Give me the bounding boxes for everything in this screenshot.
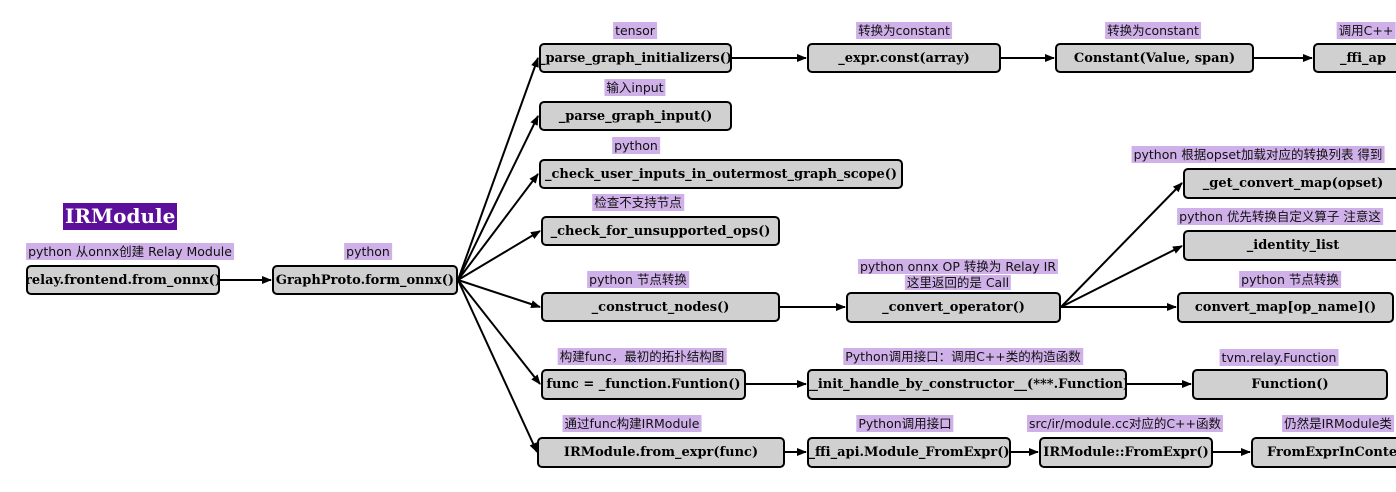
edge-convert-operator-to-identity — [1060, 245, 1183, 308]
label-ffi-from-expr: Python调用接口 — [856, 415, 954, 432]
node-init-handle-by-constructor[interactable]: __init_handle_by_constructor__(***.Funct… — [807, 369, 1127, 400]
edge-form-onnx-to-construct-nodes — [457, 279, 541, 308]
node-fromexpr-in-context[interactable]: FromExprInContex — [1251, 437, 1396, 468]
node-function-funtion[interactable]: func = _function.Funtion() — [541, 369, 746, 400]
edge-form-onnx-to-parse-init — [457, 57, 539, 281]
node-function[interactable]: Function() — [1192, 369, 1388, 400]
node-constant[interactable]: Constant(Value, span) — [1055, 43, 1254, 73]
label-from-onnx: python 从onnx创建 Relay Module — [26, 243, 234, 260]
label-check-ops: 检查不支持节点 — [592, 194, 684, 211]
label-construct-nodes: python 节点转换 — [587, 271, 689, 288]
node-irmodule-from-expr[interactable]: IRModule.from_expr(func) — [537, 437, 785, 468]
edge-form-onnx-to-check-ops — [457, 230, 541, 281]
node-relay-frontend-from-onnx[interactable]: relay.frontend.from_onnx() — [26, 265, 220, 295]
label-ffi-ap: 调用C++ — [1336, 22, 1396, 39]
label-identity-list: python 优先转换自定义算子 注意这 — [1177, 208, 1383, 225]
label-func: 构建func，最初的拓扑结构图 — [557, 348, 727, 365]
label-parse-init: tensor — [613, 22, 657, 39]
node-identity-list[interactable]: _identity_list — [1183, 230, 1396, 261]
diagram-title: IRModule — [63, 203, 178, 230]
node-check-unsupported-ops[interactable]: _check_for_unsupported_ops() — [541, 216, 780, 246]
label-form-onnx: python — [344, 243, 392, 260]
label-convert-map: python 节点转换 — [1239, 271, 1341, 288]
label-convert-operator-line1: python onnx OP 转换为 Relay IR — [857, 259, 1059, 274]
node-ffi-api-module-fromexpr[interactable]: _ffi_api.Module_FromExpr() — [807, 437, 1011, 468]
label-from-expr-ctx: 仍然是IRModule类 — [1282, 415, 1394, 432]
label-get-convert-map: python 根据opset加载对应的转换列表 得到 — [1131, 146, 1385, 163]
node-get-convert-map[interactable]: _get_convert_map(opset) — [1183, 168, 1396, 199]
node-construct-nodes[interactable]: _construct_nodes() — [541, 292, 780, 322]
label-cpp-from-expr: src/ir/module.cc对应的C++函数 — [1026, 415, 1224, 432]
node-irmodule-cpp-fromexpr[interactable]: IRModule::FromExpr() — [1039, 437, 1213, 468]
node-convert-map[interactable]: convert_map[op_name]() — [1177, 292, 1394, 323]
edge-convert-operator-to-get-map — [1060, 182, 1183, 308]
label-expr-const: 转换为constant — [856, 22, 952, 39]
label-constant: 转换为constant — [1105, 22, 1201, 39]
edge-form-onnx-to-parse-input — [457, 115, 539, 281]
node-parse-graph-initializers[interactable]: _parse_graph_initializers() — [539, 43, 732, 73]
node-check-user-inputs[interactable]: _check_user_inputs_in_outermost_graph_sc… — [539, 159, 903, 189]
label-from-expr: 通过func构建IRModule — [562, 415, 702, 432]
node-ffi-ap[interactable]: _ffi_ap — [1313, 43, 1396, 73]
label-parse-input: 输入input — [604, 79, 666, 96]
node-convert-operator[interactable]: _convert_operator() — [846, 292, 1061, 323]
edge-form-onnx-to-check-inputs — [457, 173, 539, 281]
node-expr-const[interactable]: _expr.const(array) — [807, 43, 1001, 73]
node-graphproto-form-onnx[interactable]: GraphProto.form_onnx() — [272, 265, 458, 295]
edge-form-onnx-to-func — [457, 279, 541, 385]
node-parse-graph-input[interactable]: _parse_graph_input() — [539, 101, 732, 131]
label-check-inputs: python — [612, 137, 660, 154]
label-init-handle: Python调用接口：调用C++类的构造函数 — [843, 348, 1083, 365]
label-convert-operator-line2: 这里返回的是 Call — [904, 275, 1012, 290]
label-function: tvm.relay.Function — [1219, 349, 1339, 366]
edge-form-onnx-to-from-expr — [457, 279, 538, 453]
